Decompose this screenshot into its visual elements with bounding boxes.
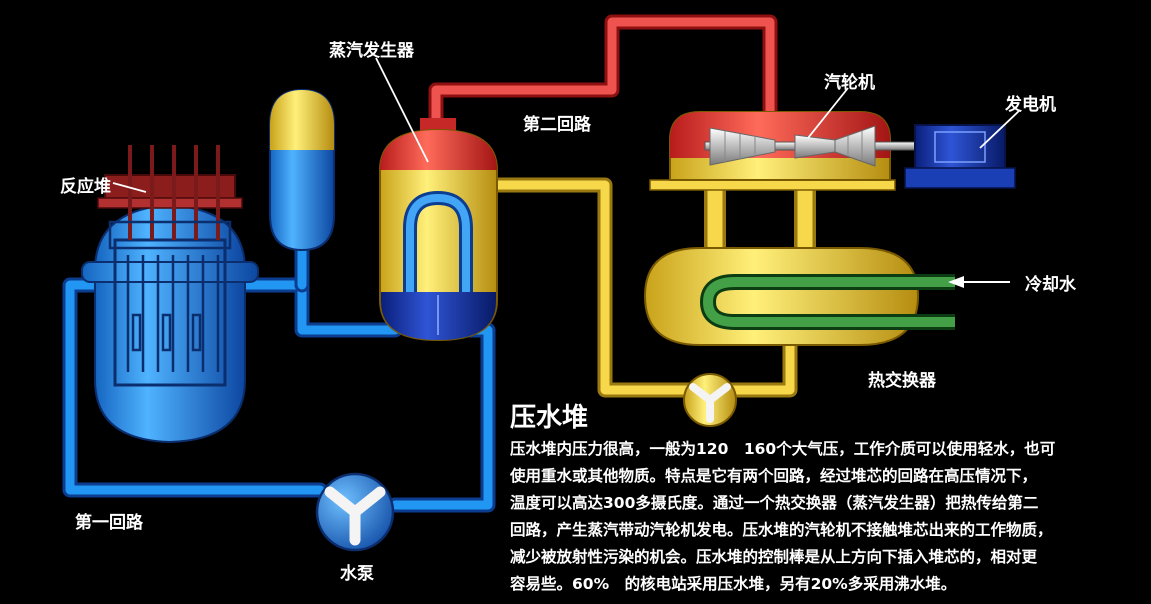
feedwater-pipe: [497, 177, 816, 398]
page-title: 压水堆: [510, 403, 589, 433]
pressurizer: [269, 88, 335, 252]
description-line: 回路，产生蒸汽带动汽轮机发电。压水堆的汽轮机不接触堆芯出来的工作物质，: [510, 521, 1053, 539]
control-rod-drive: [97, 145, 243, 250]
description-line: 压水堆内压力很高，一般为120 160个大气压，工作介质可以使用轻水，也可: [510, 440, 1056, 458]
steam-generator: [379, 118, 498, 342]
label-first-loop: 第一回路: [75, 513, 143, 533]
label-pump: 水泵: [340, 564, 374, 584]
label-leaders: [112, 57, 1021, 193]
description: 压水堆内压力很高，一般为120 160个大气压，工作介质可以使用轻水，也可 使用…: [510, 436, 1144, 598]
cooling-water-arrow: [948, 276, 1010, 288]
primary-pump: [315, 472, 395, 552]
label-generator: 发电机: [1005, 95, 1056, 115]
label-reactor: 反应堆: [60, 177, 111, 197]
primary-loop-pipes: [62, 242, 496, 513]
label-cooling-water: 冷却水: [1025, 275, 1076, 295]
secondary-pump: [683, 373, 737, 427]
description-line: 使用重水或其他物质。特点是它有两个回路，经过堆芯的回路在高压情况下，: [510, 467, 1038, 485]
heat-exchanger: [643, 247, 955, 346]
label-second-loop: 第二回路: [523, 115, 591, 135]
label-steam-generator: 蒸汽发生器: [329, 41, 414, 61]
description-line: 减少被放射性污染的机会。压水堆的控制棒是从上方向下插入堆芯的，相对更: [510, 548, 1038, 566]
steam-pipe: [428, 14, 778, 125]
description-line: 容易些。60% 的核电站采用压水堆，另有20%多采用沸水堆。: [510, 575, 957, 593]
reactor-vessel: [81, 203, 259, 444]
label-turbine: 汽轮机: [824, 73, 875, 93]
reactor-core: [126, 255, 220, 372]
label-heat-exchanger: 热交换器: [868, 371, 936, 391]
generator: [904, 124, 1016, 189]
description-line: 温度可以高达300多摄氏度。通过一个热交换器（蒸汽发生器）把热传给第二: [510, 494, 1039, 512]
